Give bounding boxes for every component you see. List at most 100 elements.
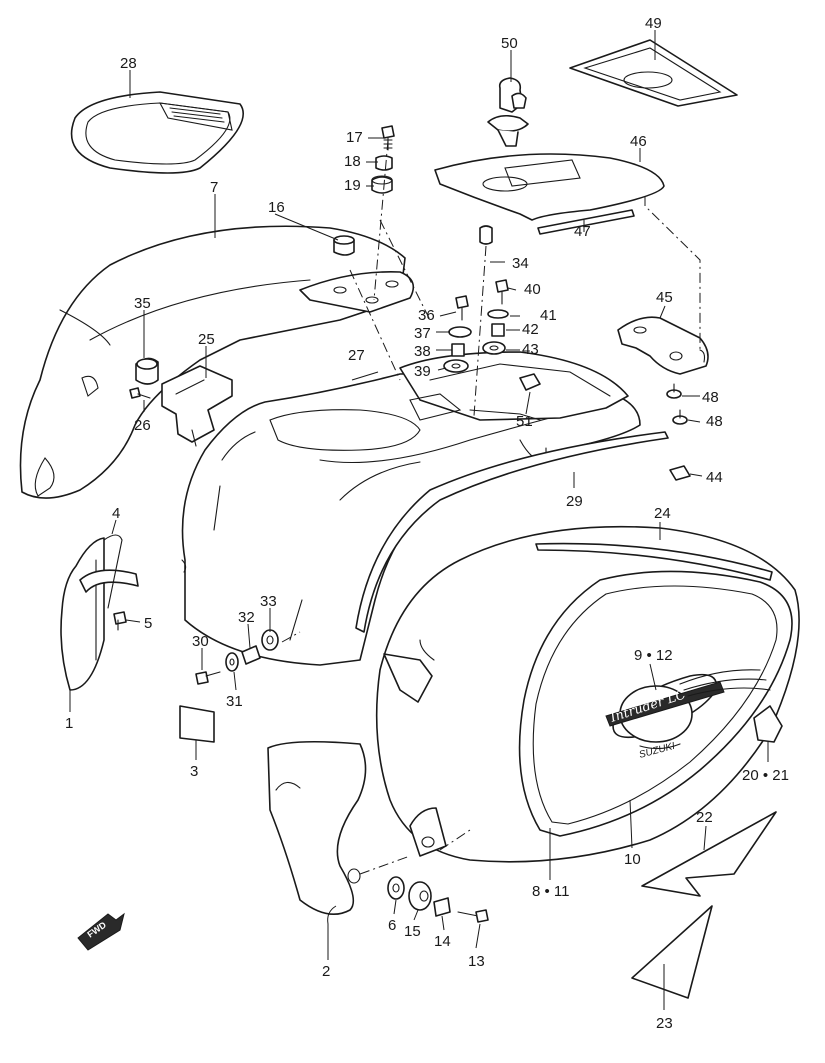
part-36-bolt [455,295,469,321]
part-35-cushion [135,357,159,385]
callout-47: 47 [574,223,591,240]
callout-labels: 28 49 50 46 47 7 16 17 18 19 35 25 26 27… [65,15,789,1032]
part-7-rear-tank-cover [19,225,415,499]
part-48-bolt-upper [666,383,682,399]
part-1-side-cover [60,537,105,691]
callout-3: 3 [190,763,198,780]
callout-44: 44 [706,469,723,486]
callout-30: 30 [192,633,209,650]
part-48-bolt-lower [672,409,688,425]
part-22-film [641,811,777,897]
leader-lines [69,30,769,1010]
callout-16: 16 [268,199,285,216]
callout-25: 25 [198,331,215,348]
callout-4: 4 [112,505,120,522]
part-20-21-badge [753,705,783,743]
assembly-guide-lines [281,139,701,875]
part-40-bolt [495,279,509,305]
callout-35: 35 [134,295,151,312]
callout-6: 6 [388,917,396,934]
part-21-bar [383,653,433,703]
part-15-grommet [408,881,432,911]
callout-27: 27 [348,347,365,364]
callout-18: 18 [344,153,361,170]
forward-direction-arrow: FWD [77,912,125,951]
callout-17: 17 [346,129,363,146]
part-19-grommet [371,175,393,194]
callout-34: 34 [512,255,529,272]
part-16-grommet [333,235,355,256]
callout-48-lower: 48 [706,413,723,430]
part-47-rubber-strip [537,209,635,235]
callout-15: 15 [404,923,421,940]
part-49-gasket-sheet [569,39,738,107]
callout-8-11: 8 • 11 [532,883,570,900]
part-30-bolt [195,671,221,685]
callout-2: 2 [322,963,330,980]
callout-20-21: 20 • 21 [742,767,789,784]
callout-38: 38 [414,343,431,360]
part-5-bolt [113,611,127,631]
part-33-grommet [261,629,279,651]
part-4-band [79,534,139,609]
part-26-bolt [129,387,151,399]
callout-23: 23 [656,1015,673,1032]
part-41-washer [487,309,509,319]
part-51-nut [519,373,541,391]
callout-36: 36 [418,307,435,324]
callout-31: 31 [226,693,243,710]
callout-10: 10 [624,851,641,868]
part-9-12-emblem: Intruder LC SUZUKI [605,669,771,761]
callout-26: 26 [134,417,151,434]
callout-49: 49 [645,15,662,32]
callout-19: 19 [344,177,361,194]
callout-42: 42 [522,321,539,338]
part-37-washer [448,326,472,338]
callout-46: 46 [630,133,647,150]
callout-9-12: 9 • 12 [634,647,673,664]
callout-40: 40 [524,281,541,298]
part-45-cover-bracket [617,316,709,375]
part-14-collar [433,897,451,917]
part-6-washer [387,876,405,900]
part-42-collar [491,323,505,337]
part-3-pad [179,705,215,743]
part-34-collar [479,225,493,245]
callout-29: 29 [566,493,583,510]
callout-14: 14 [434,933,451,950]
callout-51: 51 [516,413,533,430]
callout-5: 5 [144,615,152,632]
callout-1: 1 [65,715,73,732]
callout-13: 13 [468,953,485,970]
tank-lower-mount [409,807,447,857]
callout-22: 22 [696,809,713,826]
part-29-trim-strip [355,431,669,633]
callout-37: 37 [414,325,431,342]
part-28-seat-pad [70,91,244,174]
part-31-washer [225,652,239,672]
callout-32: 32 [238,609,255,626]
part-44-clip [669,465,691,481]
part-39-grommet [443,359,469,373]
part-43-grommet [482,341,506,355]
part-38-collar [451,343,465,357]
part-23-film [631,905,713,999]
callout-45: 45 [656,289,673,306]
callout-43: 43 [522,341,539,358]
callout-7: 7 [210,179,218,196]
part-24-upper-strip [535,542,773,581]
callout-33: 33 [260,593,277,610]
callout-48-upper: 48 [702,389,719,406]
part-46-tank-top-cover [434,153,665,221]
part-25-bracket [161,365,233,447]
callout-39: 39 [414,363,431,380]
callout-28: 28 [120,55,137,72]
part-50-cap-lock [487,77,529,147]
part-13-bolt [457,909,489,923]
callout-41: 41 [540,307,557,324]
part-2-frame-cover [267,740,367,916]
callout-50: 50 [501,35,518,52]
callout-24: 24 [654,505,671,522]
part-32-collar [241,645,261,665]
